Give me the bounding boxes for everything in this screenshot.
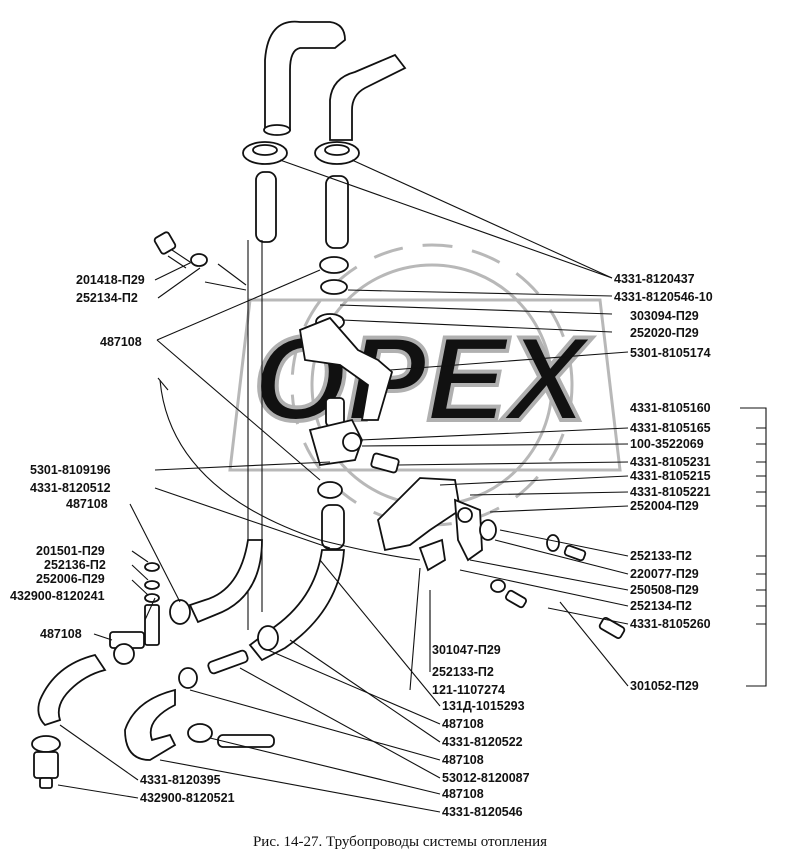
label-252133-p2-right: 252133-П2 <box>630 549 692 563</box>
label-301052-p29: 301052-П29 <box>630 679 699 693</box>
label-53012-8120087: 53012-8120087 <box>442 771 530 785</box>
label-4331-8120512: 4331-8120512 <box>30 481 111 495</box>
pipe-53012-8120087 <box>207 649 249 675</box>
lever-pivot <box>457 507 473 523</box>
label-220077-p29: 220077-П29 <box>630 567 699 581</box>
bracket-5301-8105174 <box>298 316 394 421</box>
screw-220077 <box>563 544 587 562</box>
label-487108-d: 487108 <box>442 717 484 731</box>
leader-lines <box>57 159 767 813</box>
label-487108-a: 487108 <box>100 335 142 349</box>
label-252134-p2-right: 252134-П2 <box>630 599 692 613</box>
grommet-left <box>242 141 288 165</box>
label-252133-p2-mid: 252133-П2 <box>432 665 494 679</box>
label-432900-8120521: 432900-8120521 <box>140 791 235 805</box>
label-5301-8109196: 5301-8109196 <box>30 463 111 477</box>
label-252006-p29: 252006-П29 <box>36 572 105 586</box>
hose-4331-8120512 <box>188 539 263 624</box>
label-4331-8120522: 4331-8120522 <box>442 735 523 749</box>
label-4331-8120395: 4331-8120395 <box>140 773 221 787</box>
bolt-201418 <box>153 231 208 269</box>
label-250508-p29: 250508-П29 <box>630 583 699 597</box>
label-4331-8105260: 4331-8105260 <box>630 617 711 631</box>
label-4331-8120546-10: 4331-8120546-10 <box>614 290 713 304</box>
upper-hose-right <box>329 53 407 141</box>
lever-plate <box>377 477 461 552</box>
pipe-segment-left <box>255 171 277 243</box>
label-487108-f: 487108 <box>442 787 484 801</box>
washer-250508 <box>490 579 506 593</box>
label-4331-8105221: 4331-8105221 <box>630 485 711 499</box>
grommet-right <box>314 141 360 165</box>
label-5301-8105174: 5301-8105174 <box>630 346 711 360</box>
bolt-301052 <box>598 617 626 639</box>
label-303094-p29: 303094-П29 <box>630 309 699 323</box>
label-487108-c: 487108 <box>40 627 82 641</box>
label-487108-e: 487108 <box>442 753 484 767</box>
label-201418-p29: 201418-П29 <box>76 273 145 287</box>
washer-upper <box>320 279 348 295</box>
upper-hose-left-end <box>263 124 291 136</box>
pipe-segment-right <box>325 175 349 249</box>
label-252020-p29: 252020-П29 <box>630 326 699 340</box>
label-4331-8105165: 4331-8105165 <box>630 421 711 435</box>
label-4331-8120546: 4331-8120546 <box>442 805 523 819</box>
part-labels: 201418-П29 252134-П2 487108 5301-8109196… <box>10 272 713 819</box>
pipe-short-center <box>321 504 345 550</box>
label-4331-8105231: 4331-8105231 <box>630 455 711 469</box>
label-301047-p29: 301047-П29 <box>432 643 501 657</box>
label-201501-p29: 201501-П29 <box>36 544 105 558</box>
fitting-432900-8120241 <box>144 604 160 646</box>
sensor-432900-8120521 <box>31 735 61 789</box>
hose-4331-8120395 <box>37 653 107 727</box>
figure-caption: Рис. 14-27. Трубопроводы системы отоплен… <box>253 834 547 850</box>
hose-4331-8120546 <box>124 688 177 761</box>
label-252004-p29: 252004-П29 <box>630 499 699 513</box>
watermark-frame <box>228 298 622 472</box>
valve-4331-8105160 <box>308 397 400 474</box>
washer-252136 <box>144 580 160 590</box>
label-4331-8105160: 4331-8105160 <box>630 401 711 415</box>
label-252134-p2-top: 252134-П2 <box>76 291 138 305</box>
label-4331-8120437: 4331-8120437 <box>614 272 695 286</box>
label-100-3522069: 100-3522069 <box>630 437 704 451</box>
clamp-487108-right <box>257 625 279 651</box>
washer-252133-right <box>546 534 560 552</box>
clamp-487108-left <box>169 599 191 625</box>
washer-201501 <box>144 562 160 572</box>
label-131d-1015293: 131Д-1015293 <box>442 699 525 713</box>
washer-252006 <box>144 593 160 603</box>
upper-hose-left <box>264 20 346 131</box>
pipe-short-lower <box>217 734 275 748</box>
label-432900-8120241: 432900-8120241 <box>10 589 105 603</box>
clip-252133 <box>418 538 446 572</box>
parts-drawing <box>31 20 626 789</box>
nut-252004 <box>479 519 497 541</box>
clamp-487108-d <box>178 667 198 689</box>
screw-301047 <box>505 589 527 609</box>
clamp-487108-lower-left <box>113 643 135 665</box>
clamp-487108-e <box>187 723 213 743</box>
label-252136-p2: 252136-П2 <box>44 558 106 572</box>
label-487108-b: 487108 <box>66 497 108 511</box>
control-cable-end <box>157 377 169 391</box>
control-cable <box>159 379 421 561</box>
label-121-1107274: 121-1107274 <box>432 683 505 697</box>
clamp-upper <box>319 256 349 274</box>
clamp-487108-center <box>317 481 343 499</box>
label-4331-8105215: 4331-8105215 <box>630 469 711 483</box>
